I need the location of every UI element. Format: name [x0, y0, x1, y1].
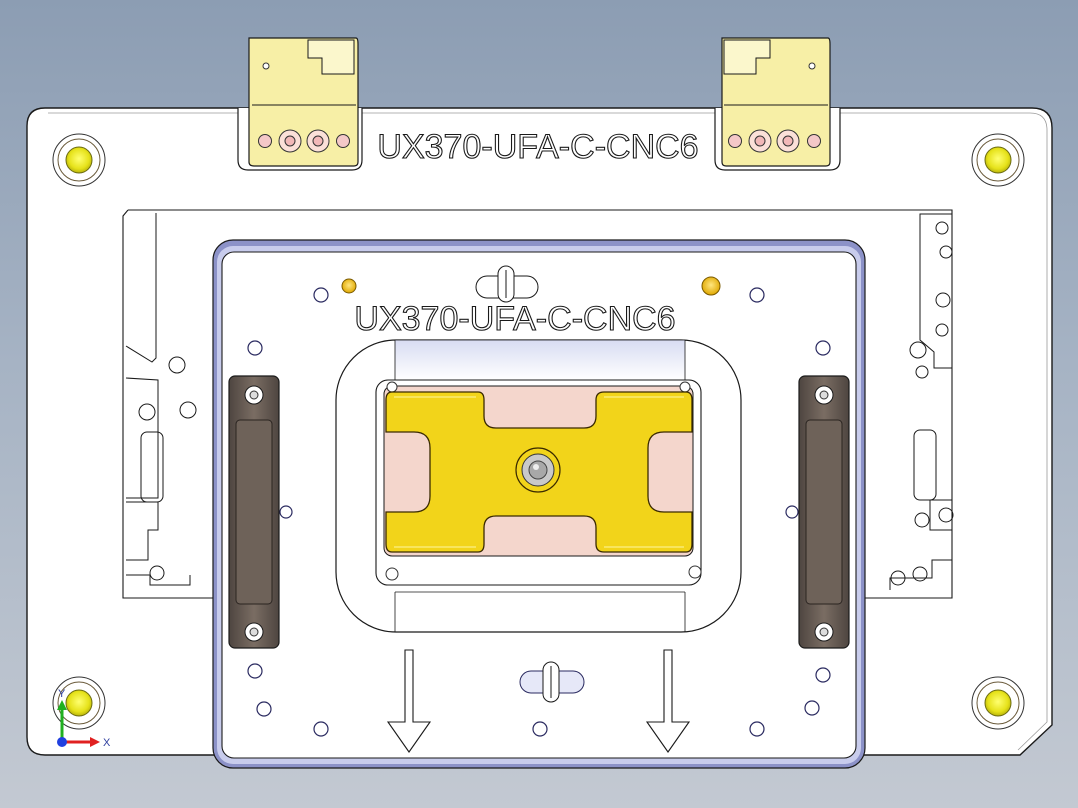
right-side-pockets	[889, 213, 954, 590]
direction-arrow-right	[645, 649, 691, 753]
axis-x-label: X	[103, 737, 111, 749]
locator-pin-right	[701, 276, 721, 296]
clamp-left[interactable]	[237, 37, 363, 171]
corner-bolt-bottom-left	[52, 676, 106, 730]
left-side-pockets	[125, 213, 197, 586]
axis-y-label: Y	[58, 688, 66, 700]
locating-plate[interactable]	[385, 391, 693, 553]
locator-pin-left	[341, 278, 357, 294]
slot-adjuster-bottom[interactable]	[519, 661, 585, 703]
coordinate-triad: X Y Z	[57, 688, 111, 749]
engraved-model-label-inner: UX370-UFA-C-CNC6	[354, 300, 675, 338]
handle-left[interactable]	[228, 375, 280, 649]
direction-arrow-left	[386, 649, 432, 753]
slot-adjuster-top[interactable]	[475, 265, 539, 303]
corner-bolt-top-right	[971, 133, 1025, 187]
clamp-right[interactable]	[714, 37, 841, 171]
engraved-model-label-top: UX370-UFA-C-CNC6	[377, 128, 698, 166]
middle-step-outline	[122, 209, 953, 599]
corner-bolt-bottom-right	[971, 676, 1025, 730]
inner-frame-holes	[247, 287, 831, 737]
handle-right[interactable]	[798, 375, 850, 649]
corner-bolt-top-left	[52, 133, 106, 187]
